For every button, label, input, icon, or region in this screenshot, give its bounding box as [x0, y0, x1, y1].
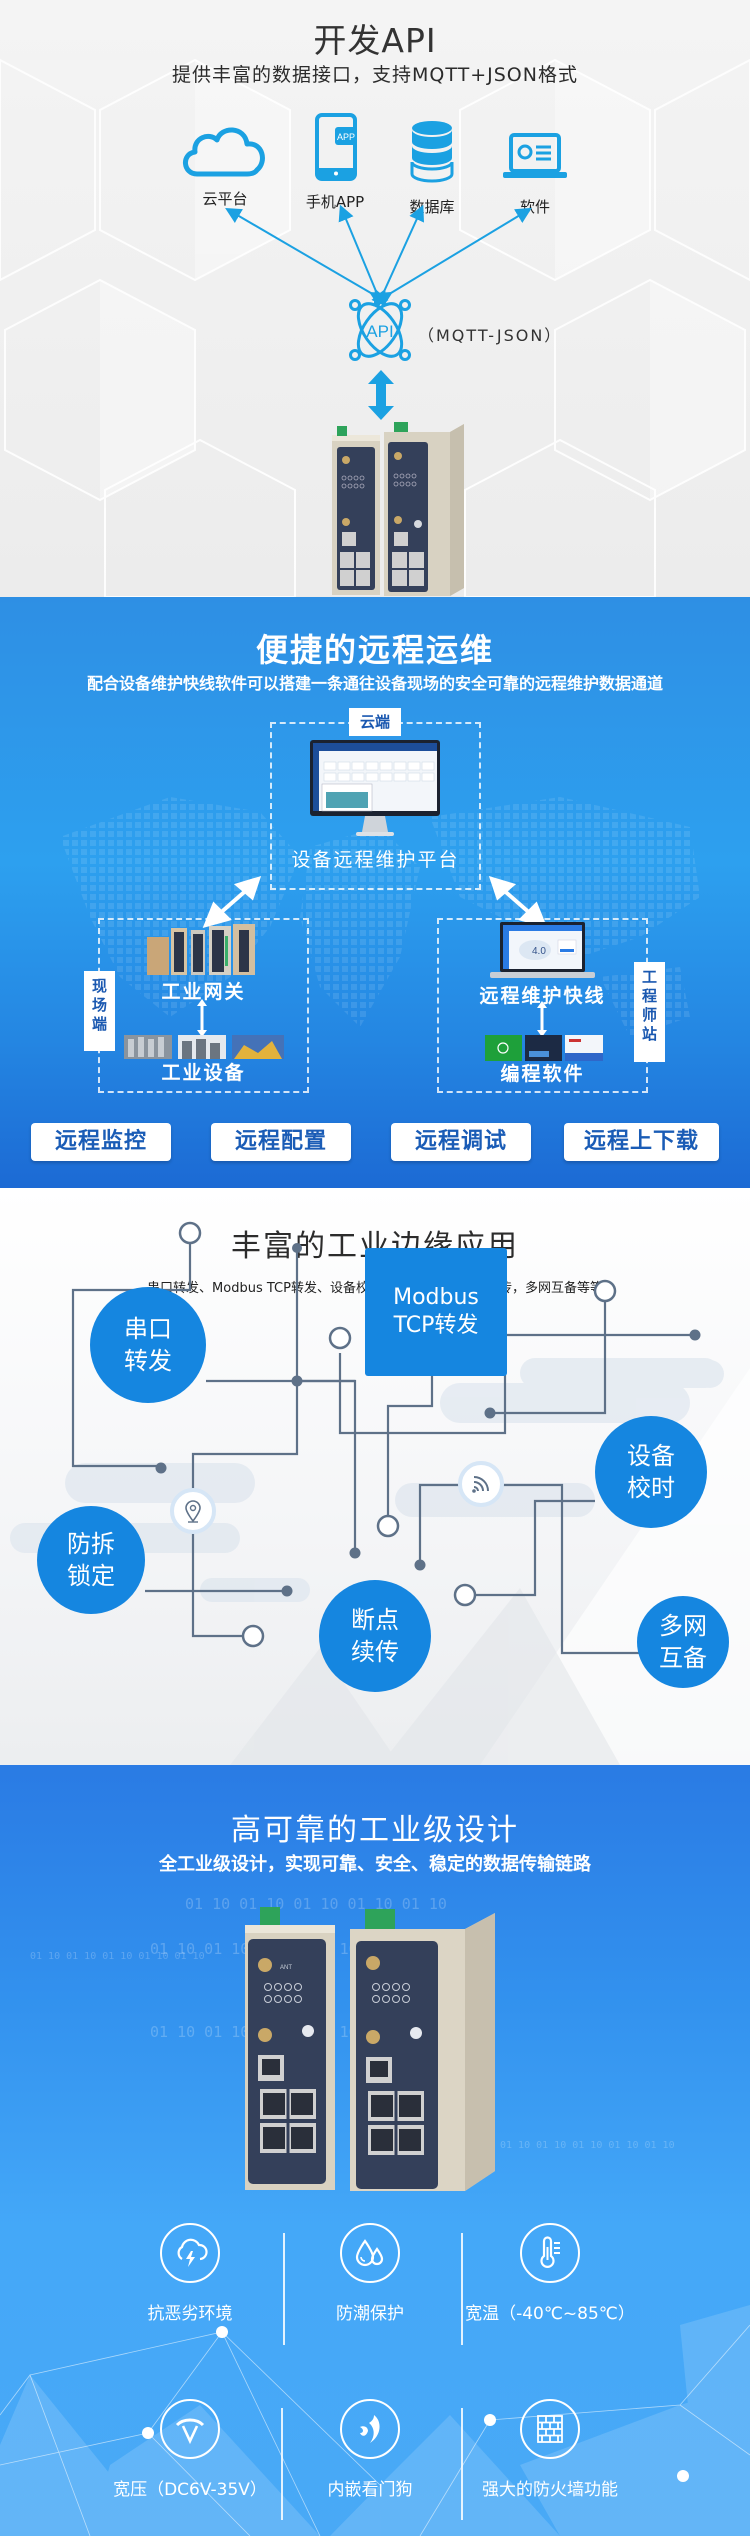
section-subtitle: 全工业级设计，实现可靠、安全、稳定的数据传输链路: [159, 1854, 591, 1875]
feature-firewall: 强大的防火墙功能: [450, 2399, 650, 2500]
section-subtitle: 配合设备维护快线软件可以搭建一条通往设备现场的安全可靠的远程维护数据通道: [86, 674, 663, 693]
feature-anti-tamper-lock: 防拆锁定: [37, 1506, 145, 1614]
api-hub-icon: API: [349, 299, 411, 361]
location-pin-icon: [170, 1488, 216, 1534]
field-side-tag: 现场端: [84, 971, 115, 1051]
feature-harsh-environment: 抗恶劣环境: [90, 2223, 290, 2324]
feature-line2: 互备: [659, 1644, 707, 1672]
ant-label: ANT: [280, 1965, 292, 1971]
platform-label: 设备远程维护平台: [291, 849, 460, 871]
watchdog-icon: [340, 2399, 400, 2459]
feature-breakpoint-resume: 断点续传: [319, 1580, 431, 1692]
software-label: 编程软件: [500, 1063, 585, 1085]
bidirectional-arrow-icon: [368, 370, 394, 420]
feature-line1: 防拆: [67, 1530, 115, 1558]
engineer-station-tag-text: 工程师站: [641, 968, 657, 1043]
equipment-label: 工业设备: [161, 1062, 246, 1084]
remote-debug-button[interactable]: 远程调试: [391, 1123, 531, 1161]
section-title: 开发API: [313, 21, 437, 60]
api-target-software: 软件: [485, 130, 585, 216]
svg-text:4.0: 4.0: [532, 946, 546, 957]
feature-wide-temperature: 宽温（-40℃~85℃）: [450, 2223, 650, 2324]
feature-moisture-protection: 防潮保护: [270, 2223, 470, 2324]
monitor-platform-image: [310, 740, 440, 840]
feature-label: 内嵌看门狗: [327, 2480, 413, 2500]
database-icon: [410, 121, 454, 183]
feature-line2: 锁定: [67, 1562, 115, 1590]
api-section: 开发API 提供丰富的数据接口，支持MQTT+JSON格式 云平台 APP 手机…: [0, 0, 750, 597]
tool-label: 远程维护快线: [479, 985, 606, 1007]
remote-upload-download-button[interactable]: 远程上下载: [564, 1123, 719, 1161]
remote-maintenance-section: 便捷的远程运维 配合设备维护快线软件可以搭建一条通往设备现场的安全可靠的远程维护…: [0, 597, 750, 1188]
storm-lightning-icon: [160, 2223, 220, 2283]
feature-line1: 串口: [124, 1315, 172, 1343]
wireless-signal-icon: [458, 1461, 504, 1507]
mobile-app-icon: APP: [315, 113, 357, 181]
divider: [461, 2233, 463, 2345]
remote-arrows: [202, 875, 548, 928]
water-drops-icon: [340, 2223, 400, 2283]
divider: [283, 2233, 285, 2345]
firewall-icon: [520, 2399, 580, 2459]
api-target-cloud: 云平台: [175, 122, 275, 208]
feature-label: 强大的防火墙功能: [482, 2480, 618, 2500]
voltage-icon: [160, 2399, 220, 2459]
hexagon-background: [0, 58, 750, 597]
feature-line1: 设备: [627, 1442, 675, 1470]
feature-line2: 校时: [627, 1474, 675, 1502]
remote-config-button[interactable]: 远程配置: [211, 1123, 351, 1161]
feature-line1: Modbus: [393, 1285, 479, 1310]
section-subtitle: 提供丰富的数据接口，支持MQTT+JSON格式: [172, 64, 578, 86]
low-poly-background: [0, 2305, 750, 2536]
engineer-station-tag: 工程师站: [634, 962, 665, 1062]
feature-serial-forwarding: 串口转发: [90, 1287, 206, 1403]
feature-label: 抗恶劣环境: [147, 2304, 233, 2324]
binary-decoration: 01 10 01 10 01 10 01 10 01 10: [30, 1951, 205, 1962]
world-map-dots-background: [60, 797, 700, 1037]
binary-decoration: 01 10 01 10 01 10 01 10 01 10: [500, 2140, 675, 2151]
feature-watchdog: 内嵌看门狗: [270, 2399, 470, 2500]
laptop-tool-image: 4.0: [490, 922, 595, 980]
feature-label: 宽压（DC6V-35V）: [113, 2480, 267, 2500]
cloud-tag: 云端: [349, 708, 401, 736]
protocol-label: （MQTT-JSON）: [418, 326, 563, 345]
section-title: 高可靠的工业级设计: [231, 1813, 519, 1848]
feature-device-time-sync: 设备校时: [595, 1416, 707, 1528]
feature-label: 防潮保护: [336, 2304, 404, 2324]
section-title: 便捷的远程运维: [255, 631, 494, 669]
field-bidirectional-arrow: [197, 999, 207, 1037]
feature-line2: 转发: [124, 1347, 172, 1375]
target-label: 云平台: [202, 190, 248, 208]
gateway-product-large-image: ANT: [240, 1905, 540, 2205]
feature-label: 宽温（-40℃~85℃）: [465, 2304, 635, 2324]
thermometer-icon: [520, 2223, 580, 2283]
engineer-bidirectional-arrow: [537, 1001, 547, 1037]
feature-wide-voltage: 宽压（DC6V-35V）: [90, 2399, 290, 2500]
gateway-product-image: [322, 420, 472, 597]
programming-software-images: [485, 1035, 603, 1061]
api-connection-arrows: [225, 204, 532, 307]
feature-line2: 续传: [351, 1638, 399, 1666]
feature-line2: TCP转发: [393, 1313, 479, 1338]
api-hub-text: API: [366, 322, 393, 341]
feature-multi-network-backup: 多网互备: [637, 1596, 729, 1688]
cloud-icon: [183, 127, 265, 177]
gateway-label: 工业网关: [161, 981, 246, 1003]
feature-line1: 多网: [659, 1612, 707, 1640]
binary-decoration: 01 10 01 10 01 10 01 10 01 10: [185, 1895, 447, 1913]
app-badge-text: APP: [337, 132, 355, 142]
feature-line1: 断点: [351, 1606, 399, 1634]
industrial-gateways-image: [145, 922, 265, 977]
laptop-software-icon: [503, 133, 567, 178]
divider: [281, 2408, 283, 2520]
circuit-lines: [71, 1221, 701, 1655]
field-side-tag-text: 现场端: [91, 977, 107, 1033]
edge-applications-section: 丰富的工业边缘应用 串口转发、Modbus TCP转发、设备校时、防拆锁定、断点…: [0, 1188, 750, 1765]
feature-modbus-tcp-forwarding: Modbus TCP转发: [365, 1248, 507, 1376]
industrial-equipment-images: [124, 1033, 284, 1061]
remote-monitor-button[interactable]: 远程监控: [31, 1123, 171, 1161]
divider: [461, 2408, 463, 2520]
reliability-section: 01 10 01 10 01 10 01 10 01 10 01 10 01 1…: [0, 1765, 750, 2536]
